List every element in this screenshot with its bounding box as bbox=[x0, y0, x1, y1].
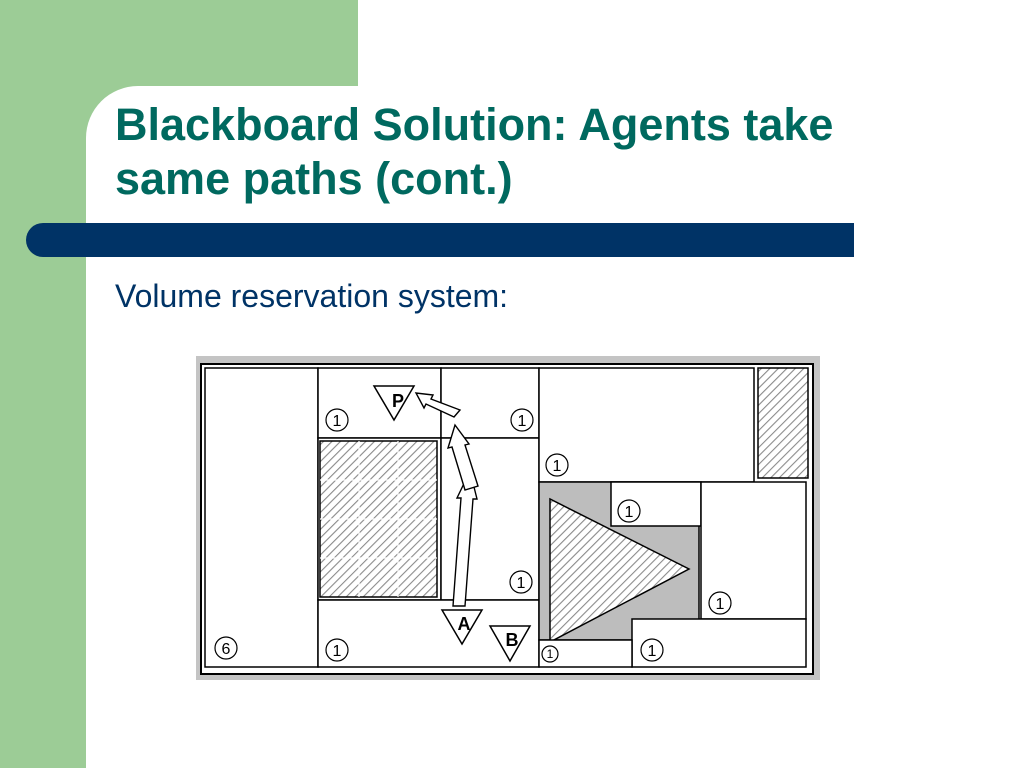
count-circle-corridor: 1 bbox=[509, 570, 533, 594]
hatched-grid-lines bbox=[320, 441, 437, 597]
volume-reservation-diagram: P A B 6 1 1 1 1 1 1 1 1 bbox=[196, 356, 820, 680]
count-circle-top-left-room: 1 bbox=[325, 408, 349, 432]
count-circle-bottom-small: 1 bbox=[541, 645, 559, 663]
slide-subtitle: Volume reservation system: bbox=[115, 278, 509, 314]
count-circle-left: 6 bbox=[214, 636, 238, 660]
agent-b-marker: B bbox=[488, 625, 532, 663]
count-label: 1 bbox=[716, 596, 725, 613]
count-circle-top-right-block: 1 bbox=[545, 453, 569, 477]
count-label: 1 bbox=[547, 647, 554, 661]
slide-title-line-2: same paths (cont.) bbox=[115, 153, 513, 204]
agent-p-label: P bbox=[392, 391, 404, 411]
agent-a-marker: A bbox=[440, 609, 484, 646]
slide-title-line-1: Blackboard Solution: Agents take bbox=[115, 99, 834, 150]
count-circle-bottom-middle: 1 bbox=[325, 638, 349, 662]
title-underline-bar bbox=[26, 223, 854, 257]
path-arrow-middle bbox=[446, 423, 479, 491]
count-label: 6 bbox=[222, 641, 231, 658]
count-label: 1 bbox=[333, 413, 342, 430]
count-circle-top-right-room: 1 bbox=[510, 408, 534, 432]
agent-a-label: A bbox=[458, 614, 471, 634]
count-label: 1 bbox=[517, 575, 526, 592]
triangle-obstacle bbox=[549, 497, 691, 644]
hatched-obstacle-tall bbox=[757, 367, 809, 479]
slide-title: Blackboard Solution: Agents take same pa… bbox=[115, 98, 975, 206]
agent-p-marker: P bbox=[372, 385, 416, 422]
count-circle-bottom-right: 1 bbox=[640, 638, 664, 662]
region-left-column bbox=[204, 367, 319, 668]
count-label: 1 bbox=[333, 643, 342, 660]
path-arrow-upper bbox=[414, 392, 462, 418]
agent-b-label: B bbox=[506, 630, 519, 650]
count-label: 1 bbox=[648, 643, 657, 660]
count-circle-small-box: 1 bbox=[617, 499, 641, 523]
region-top-right-block bbox=[538, 367, 755, 483]
count-label: 1 bbox=[518, 413, 527, 430]
count-circle-right-box: 1 bbox=[708, 591, 732, 615]
count-label: 1 bbox=[625, 504, 634, 521]
count-label: 1 bbox=[553, 458, 562, 475]
